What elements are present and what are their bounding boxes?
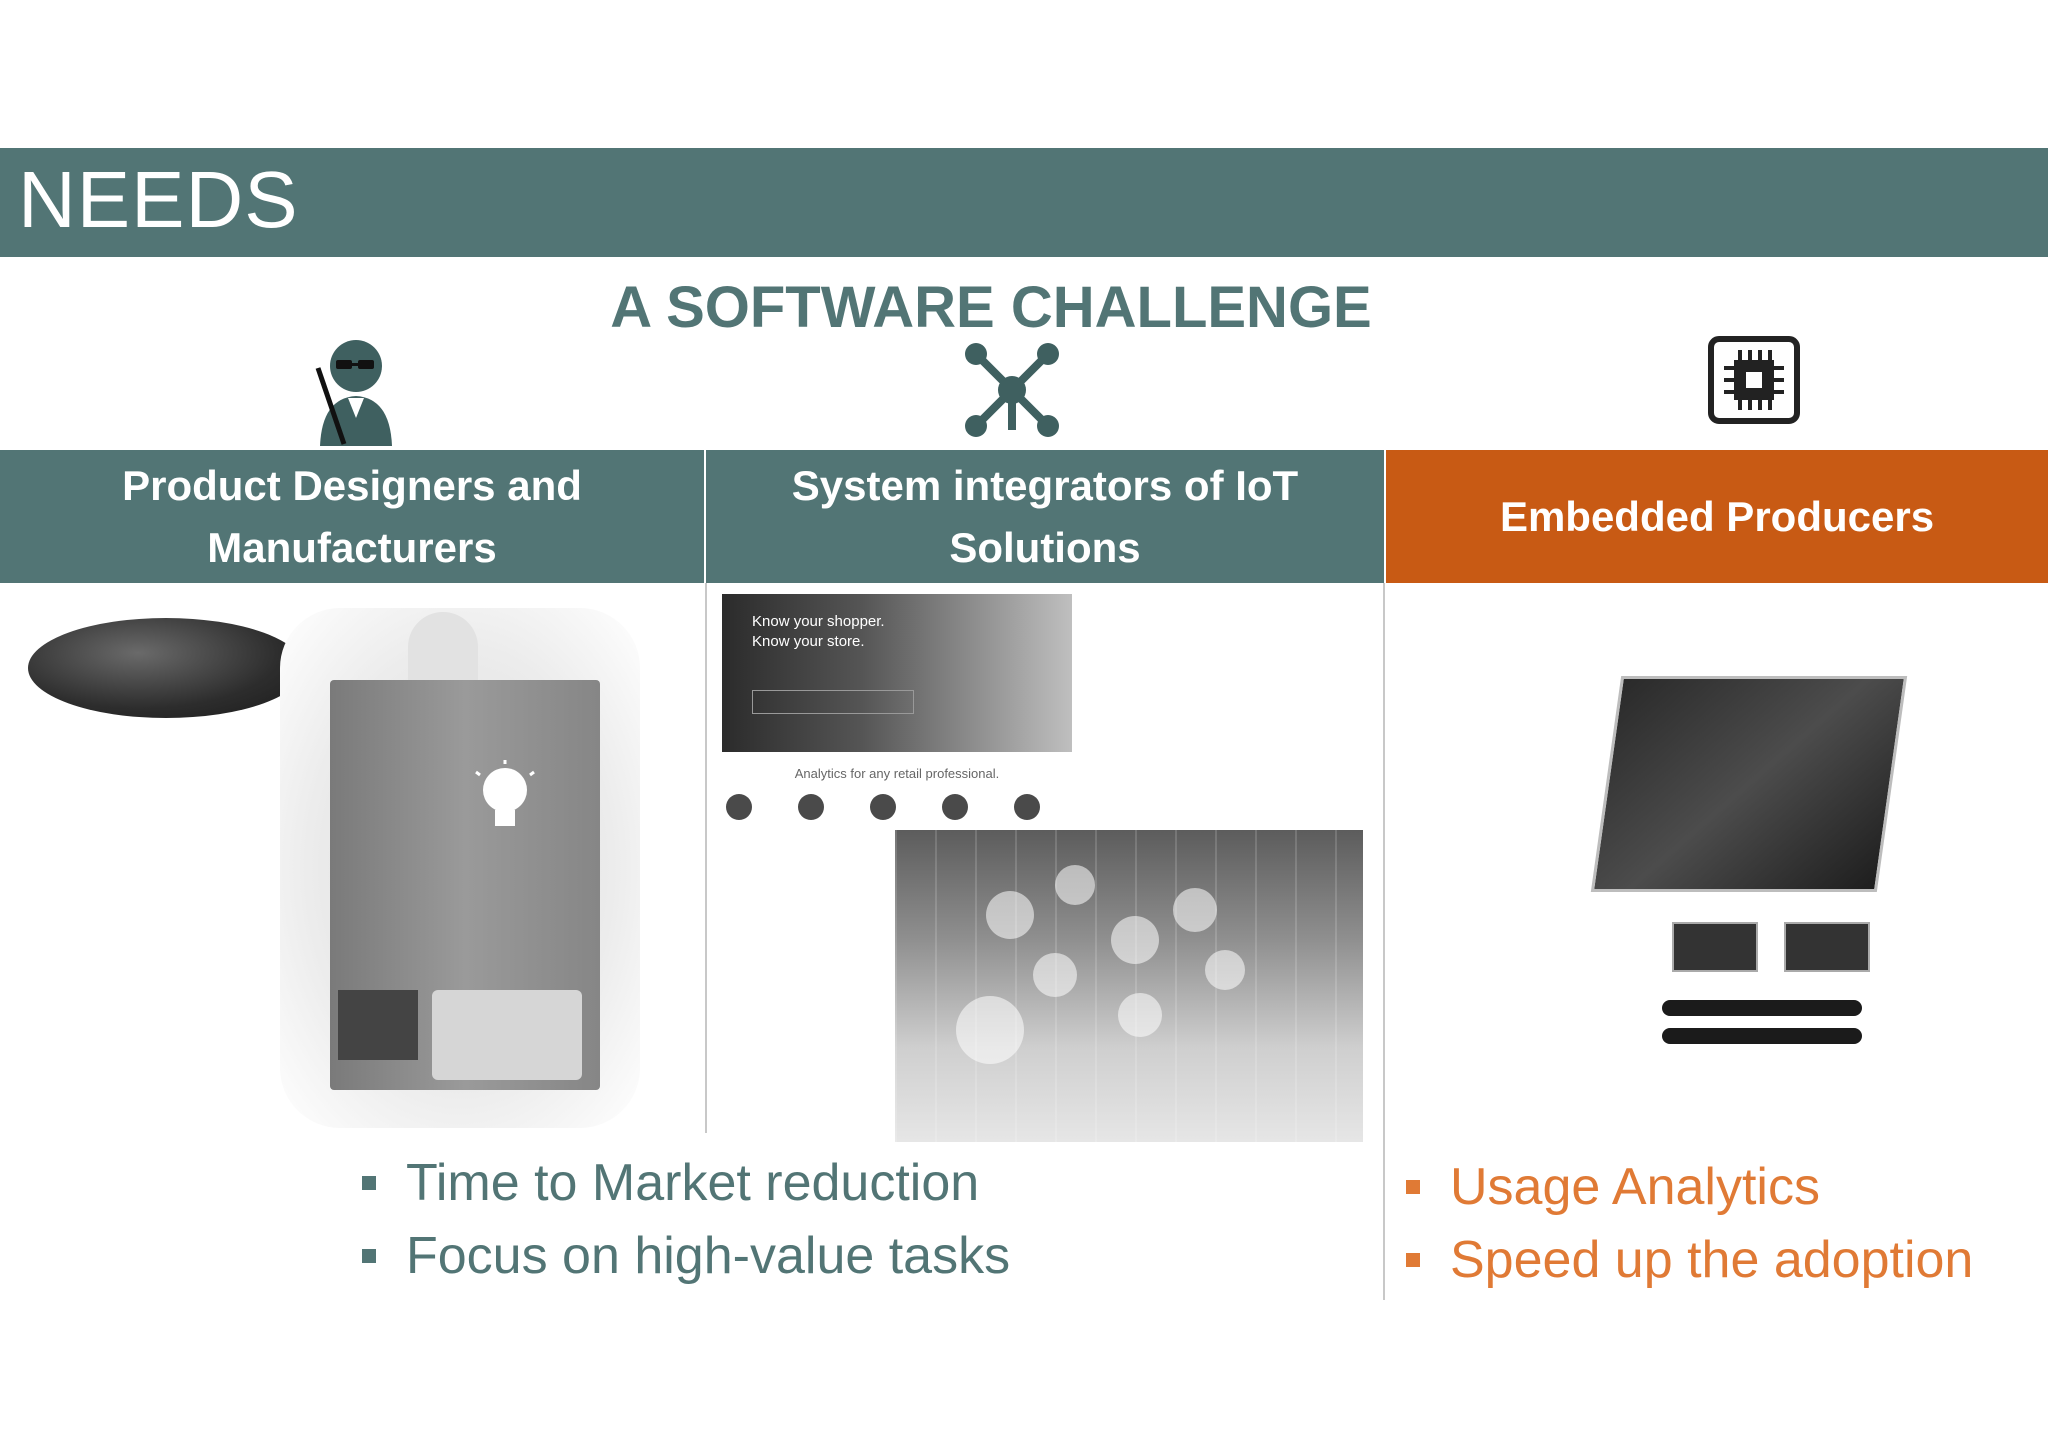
bullet-marker <box>1406 1252 1420 1267</box>
bullet-text: Usage Analytics <box>1450 1157 1820 1216</box>
store-learn-more-button <box>752 690 914 714</box>
column-divider <box>705 583 707 1133</box>
bullet-item: Time to Market reduction <box>362 1146 1010 1219</box>
store-headline-line-1: Know your shopper. <box>752 613 885 630</box>
column-header-embedded-producers: Embedded Producers <box>1386 450 2048 583</box>
retail-analytics-icon <box>870 794 896 820</box>
bullet-marker <box>1406 1179 1420 1194</box>
iot-overlay-icons <box>956 865 1245 1064</box>
warehouse-iot-image <box>895 830 1363 1142</box>
network-icon <box>965 343 1059 437</box>
radio-module-image <box>1672 922 1758 972</box>
radio-module-image <box>1784 922 1870 972</box>
antenna-image <box>1662 1028 1862 1044</box>
slide-subtitle: A SOFTWARE CHALLENGE <box>610 275 1372 340</box>
bullet-item: Usage Analytics <box>1406 1150 1973 1223</box>
bullet-text: Time to Market reduction <box>406 1153 980 1212</box>
dev-board-image <box>1590 676 1908 892</box>
bullet-marker <box>362 1175 376 1190</box>
column-header-system-integrators: System integrators of IoT Solutions <box>706 450 1384 583</box>
store-caption: Analytics for any retail professional. <box>794 766 1000 781</box>
column-header-product-designers: Product Designers and Manufacturers <box>0 450 704 583</box>
store-headline-line-2: Know your store. <box>752 633 865 650</box>
bullet-item: Speed up the adoption <box>1406 1223 1973 1296</box>
column-divider <box>1383 583 1385 1300</box>
antenna-image <box>1662 1000 1862 1016</box>
boiler-pipe <box>408 612 478 692</box>
page-title: NEEDS <box>18 155 299 244</box>
bullet-marker <box>362 1248 376 1263</box>
retail-analytics-icon <box>798 794 824 820</box>
store-headline: Know your shopper. Know your store. <box>752 612 885 652</box>
bullet-item: Focus on high-value tasks <box>362 1219 1010 1292</box>
retail-analytics-icon <box>1014 794 1040 820</box>
bullet-text: Speed up the adoption <box>1450 1230 1974 1289</box>
robot-vacuum-image <box>28 618 304 718</box>
boiler-control-panel <box>432 990 582 1080</box>
boiler-display <box>338 990 418 1060</box>
header-bar <box>0 148 2048 257</box>
embedded-bullet-list: Usage Analytics Speed up the adoption <box>1406 1150 1973 1296</box>
chip-icon <box>1708 336 1800 424</box>
needs-bullet-list: Time to Market reduction Focus on high-v… <box>362 1146 1010 1292</box>
designer-icon <box>315 340 392 446</box>
retail-analytics-icon <box>726 794 752 820</box>
lightbulb-icon <box>475 760 535 826</box>
retail-analytics-icon <box>942 794 968 820</box>
bullet-text: Focus on high-value tasks <box>406 1226 1011 1285</box>
retail-store-image: Know your shopper. Know your store. <box>722 594 1072 752</box>
